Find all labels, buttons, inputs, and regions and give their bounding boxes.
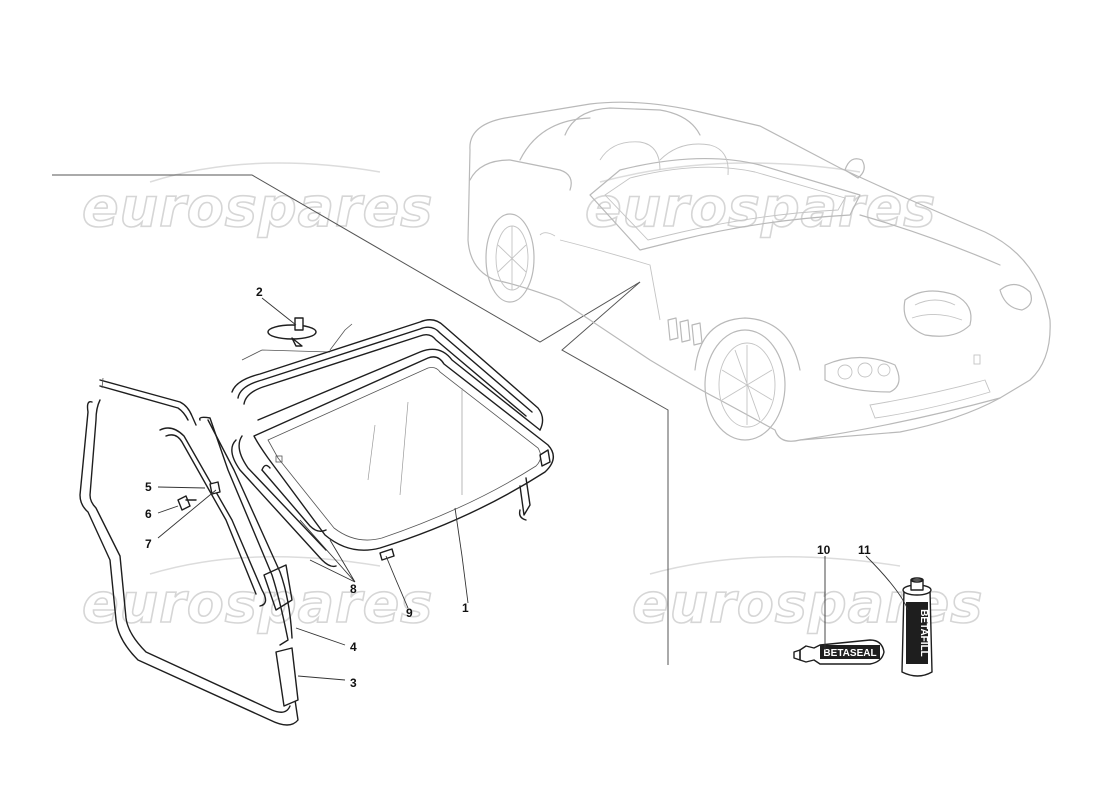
callout-8: 8: [350, 582, 357, 596]
windshield-assembly: [231, 319, 554, 568]
car-outline-illustration: [467, 101, 1051, 442]
watermark-text: eurospares: [82, 572, 433, 635]
door-seal-and-pillar: [79, 377, 299, 726]
callout-10: 10: [817, 543, 831, 557]
rear-view-mirror: [241, 317, 353, 361]
sealant-tube: BETASEAL: [793, 639, 885, 665]
callout-1: 1: [462, 601, 469, 615]
watermark-text: eurospares: [82, 176, 433, 239]
watermark-layer: eurospares eurospares eurospares eurospa…: [81, 162, 983, 636]
callout-9: 9: [406, 606, 413, 620]
reference-lines: [52, 174, 669, 665]
leader-lines: [157, 297, 909, 681]
callout-4: 4: [350, 640, 357, 654]
watermark-text: eurospares: [585, 176, 936, 239]
callout-6: 6: [145, 507, 152, 521]
callout-2: 2: [256, 285, 263, 299]
callout-7: 7: [145, 537, 152, 551]
sealant-product-name: BETASEAL: [823, 648, 876, 659]
filler-can: BETAFILL: [901, 577, 933, 677]
can-label-band: [906, 602, 928, 664]
filler-product-name: BETAFILL: [918, 609, 929, 657]
callout-5: 5: [145, 480, 152, 494]
callout-11: 11: [858, 543, 871, 557]
tube-label-band: [820, 645, 880, 659]
callout-labels: 1 2 3 4 5 6 7 8 9 10 11: [145, 285, 871, 690]
callout-3: 3: [350, 676, 357, 690]
